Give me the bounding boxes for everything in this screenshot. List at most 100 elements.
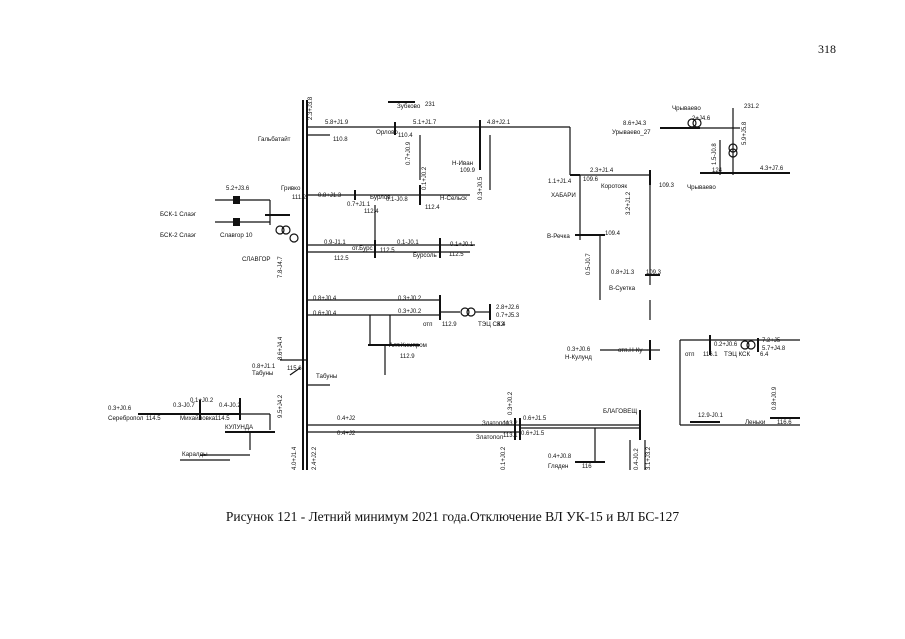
flow-label: 0.7+J0.9 [406,141,412,165]
node-glyaden-name: Гляден [548,463,568,470]
flow-label: 2.8+J2.6 [496,305,520,311]
node-n-selsk-voltage: 112.4 [425,205,440,211]
flow-label: 2.4+J2.2 [312,446,318,470]
node-tabuny2-name: Табуны [316,373,338,380]
node-zubkovo-voltage: 231 [425,102,436,108]
node-bursol-voltage: 112.5 [449,252,464,258]
node-n-selsk-name: Н-Сельск [440,195,467,202]
node-blagoveshch-name: БЛАГОВЕЩ [603,408,637,415]
flow-label: 4.3+J7.6 [760,166,784,172]
node-alt-khimprom-voltage: 112.9 [400,354,415,360]
flow-label: 5.2+J3.6 [226,186,250,192]
flow-label: 5.1+J1.7 [413,120,437,126]
node-korotok-name: Коротояк [601,183,627,190]
flow-label: 0.8+J0.4 [313,296,337,302]
flow-label: 0.9-J1.1 [324,240,346,246]
node-grivko-name: Гривко [281,185,301,192]
flow-label: 0.2+J0.6 [714,342,738,348]
node-glyaden-voltage: 116 [582,464,592,470]
flow-label: 5.7+J4.8 [762,346,786,352]
flow-label: 7.8-J4.7 [278,256,284,278]
node-otp-tets-ksk-voltage: 116.1 [703,352,718,358]
flow-label: 1.1+J1.4 [548,179,572,185]
node-chryvaevo-top-voltage: 231.2 [744,104,760,110]
node-grivko-voltage: 111.2 [292,195,307,201]
flow-label: 0.4+J0.8 [548,454,572,460]
node-n-kuludi-name: Н-Кулунд [565,354,592,361]
node-v-rechka-name: В-Речка [547,233,570,240]
flow-label: 8.6+J4.4 [278,336,284,360]
flow-label: 0.1+J0.2 [422,166,428,190]
flow-label: 0.4-J0.2 [634,448,640,470]
node-ot-burs-name: от.Бурс [352,245,373,252]
node-serebropol-voltage: 114.5 [146,416,161,422]
node-zubkovo-name: Зубково [397,103,421,110]
flow-label: 0.5-J0.7 [586,253,592,275]
flow-label: 3.2+J1.2 [626,191,632,215]
flow-label: 0.3+J0.6 [108,406,132,412]
flow-label: 0.7+J1.1 [347,202,371,208]
power-network-diagram: Гальбатайт 110.8 Зубково 231 Орлово 110.… [108,96,800,470]
node-serebropol-name: Серебропол [108,415,144,422]
node-mikhailovka-voltage: 114.5 [215,416,230,422]
node-chryvaevo-voltage: 124 [712,168,723,174]
node-burlov-voltage: 112.4 [364,209,379,215]
flow-label: 2.3+J1.4 [590,168,614,174]
flow-label: 0.3+J0.2 [398,296,422,302]
node-otp-tets-ksk-name: отп [685,351,695,358]
flow-label: 0.1-J0.1 [397,240,419,246]
flow-label: 2.3+J3.8 [308,96,314,120]
figure-caption: Рисунок 121 - Летний минимум 2021 года.О… [225,509,680,524]
flow-label: 0.3+J0.2 [398,309,422,315]
flow-label: 0.3+J0.6 [567,347,591,353]
node-slavgor-voltage: 112.5 [334,256,349,262]
flow-label: 0.1+J0.1 [450,242,474,248]
flow-label: 5.8+J1.9 [325,120,349,126]
node-n-ivan-name: Н-Иван [452,160,473,167]
node-ot-burs-voltage: 112.5 [380,248,395,254]
flow-label: 3.1+J3.2 [646,446,652,470]
flow-label: 0.3-J0.7 [173,403,195,409]
flow-label: 7.2+J5 [762,338,781,344]
flow-label: 4.0+J1.4 [292,446,298,470]
flow-label: 0.1-J0.8 [386,197,408,203]
flow-label: 0.4-J0.2 [219,403,241,409]
node-chryvaevo-top-name: Чрываево [672,105,701,112]
node-v-rechka-voltage: 109.4 [605,231,621,237]
flow-label: 4.8+J2.1 [487,120,511,126]
node-slavgor-name: СЛАВГОР [242,256,271,263]
node-uryvaevo27-name: Урываево_27 [612,129,651,136]
node-tets-skhz-name: ТЭЦ СХЗ [478,321,505,328]
node-khabary-voltage: 109.6 [583,177,599,183]
node-orlovo-name: Орлово [376,129,398,136]
flow-label: 2+J4.6 [692,116,711,122]
page-number: 318 [818,42,836,56]
node-bsk1-name: БСК-1 Слаэг [160,211,197,218]
node-zlatopol2-name: Златопол [476,434,504,441]
node-v-suetka-name: В-Суетка [609,285,636,292]
flow-label: 0.8+J0.9 [772,386,778,410]
node-v-suetka-voltage: 109.3 [646,270,662,276]
flow-label: 0.4+J2 [337,416,356,422]
flow-label: 0.1+J0.2 [501,446,507,470]
node-bursol-name: Бурсоль [413,252,437,259]
node-lenki-voltage: 116.6 [777,420,792,426]
flow-label: 0.7+J5.3 [496,313,520,319]
node-alt-khimprom-name: Алт.Химпром [389,342,427,349]
node-galbatait-name: Гальбатайт [258,136,291,143]
flow-label: 1.5-J0.8 [712,143,718,165]
flow-label: 0.3+J0.5 [478,176,484,200]
node-zlatopol1-voltage: 113.2 [503,421,518,427]
flow-label: 0.6+J1.5 [523,416,547,422]
node-tabuny-voltage: 115.6 [287,366,302,372]
node-zlatopol1-name: Златопол [482,420,510,427]
flow-label: 0.6+J1.5 [521,431,545,437]
node-chryvaevo-name: Чрываево [687,184,716,191]
node-slavgor10-name: Славгор 10 [220,232,253,239]
node-otp-tets-voltage: 112.9 [442,322,457,328]
node-orlovo-voltage: 110.4 [398,133,413,139]
node-tets-ksk-voltage: 6.4 [760,352,769,358]
node-karaldy-name: Каралды [182,451,208,458]
node-tets-ksk-name: ТЭЦ КСК [724,351,751,358]
node-bsk2-name: БСК-2 Слаэг [160,232,197,239]
